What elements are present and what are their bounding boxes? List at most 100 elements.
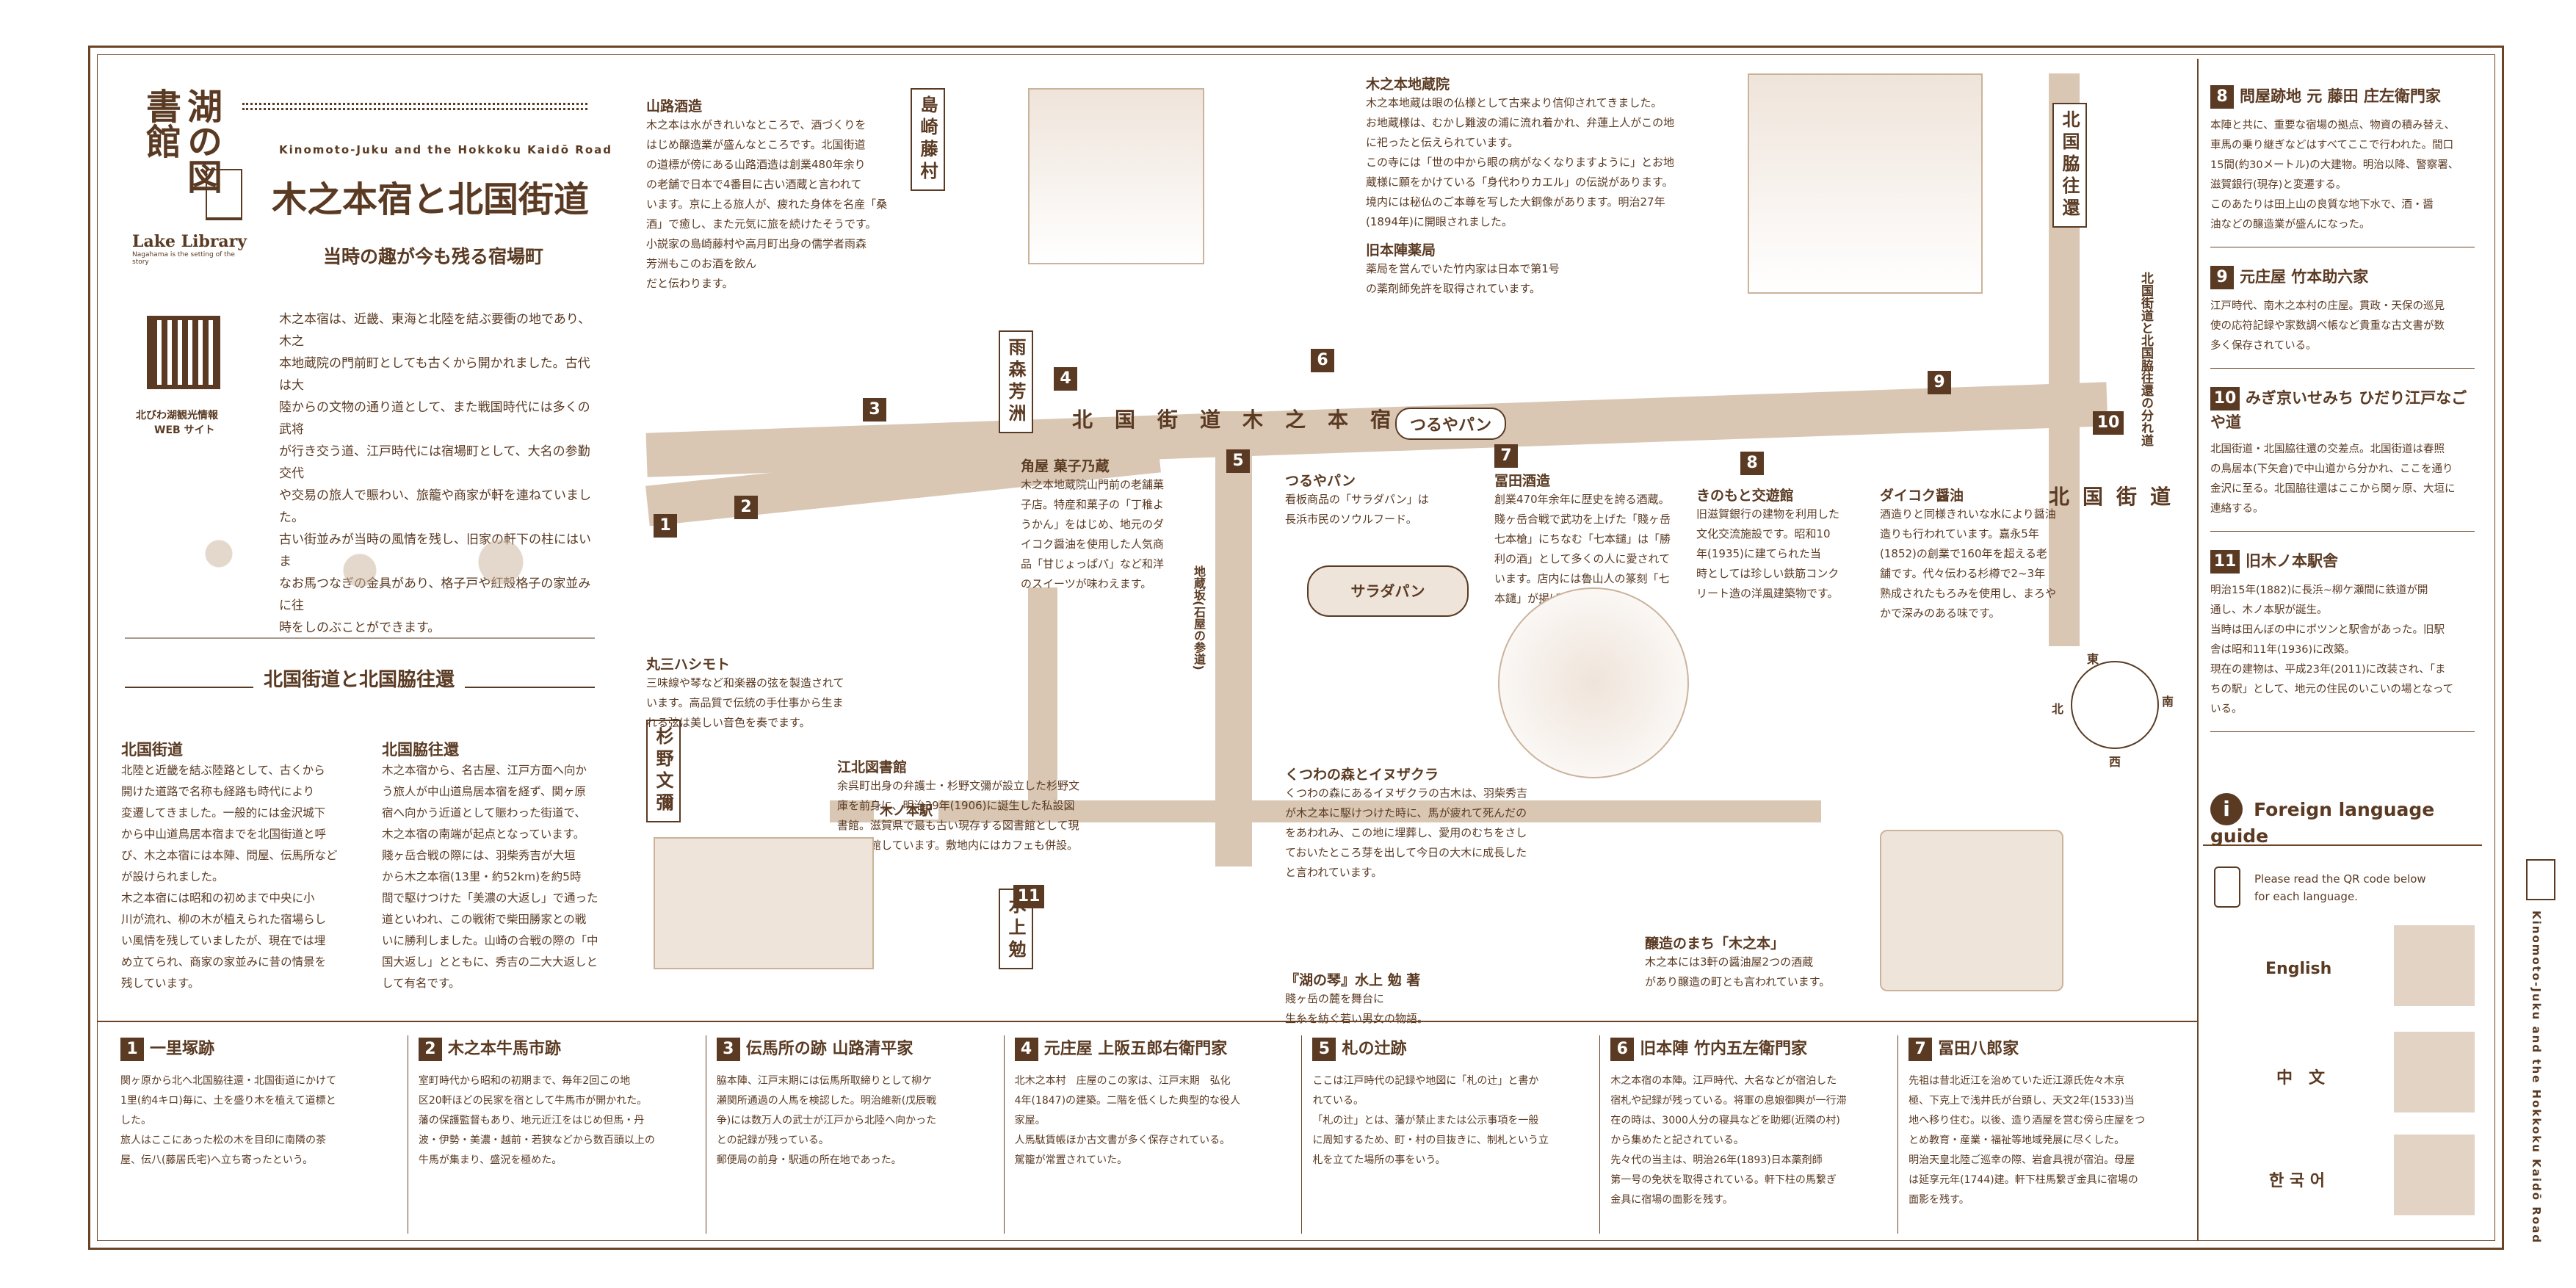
roads-section-title: 北国街道と北国脇往還: [253, 665, 466, 692]
bottom-item-line: 面影を残す。: [1909, 1194, 1969, 1206]
road-station: [830, 800, 1821, 822]
spot-sanji: 山路酒造 木之本は水がきれいなところで、酒づくりをはじめ醸造業が盛んなところです…: [646, 95, 925, 294]
marker-11[interactable]: 11: [1013, 885, 1044, 908]
text-line: います。高品質で伝統の手仕事から生ま: [646, 696, 844, 709]
waki-line: 国大返し」とともに、秀吉の二大大返しと: [382, 955, 598, 969]
label-station: 木ノ本駅: [874, 800, 938, 820]
bottom-item-line: 第一号の免状を取得されている。軒下柱の馬繋ぎ: [1610, 1174, 1837, 1186]
right-item-line: 滋賀銀行(現存)と変遷する。: [2210, 179, 2347, 191]
marker-5[interactable]: 5: [1226, 449, 1250, 473]
spot-ekoh-text: 余呉町出身の弁護士・杉野文彌が設立した杉野文庫を前身に、明治39年(1906)に…: [837, 776, 1131, 855]
text-line: 境内には秘仏のご本尊を写した大銅像があります。明治27年: [1366, 195, 1665, 209]
qr-english[interactable]: [2394, 925, 2475, 1006]
bottom-item-line: 「札の辻」とは、藩が禁止または公示事項を一般: [1312, 1115, 1539, 1126]
marker-6[interactable]: 6: [1311, 349, 1334, 372]
bottom-item-line: 人馬駄賃帳ほか古文書が多く保存されている。: [1014, 1135, 1231, 1146]
marker-8[interactable]: 8: [1740, 452, 1764, 475]
inner-frame: [97, 54, 2495, 1241]
spot-jinya-text: 薬局を営んでいた竹内家は日本で第1号の薬剤師免許を取得されています。: [1366, 259, 1748, 299]
hokkoku-line: から中山道鳥居本宿までを北国街道と呼: [121, 828, 327, 841]
text-line: 造りも行われています。嘉永5年: [1880, 527, 2039, 540]
text-line: だと伝わります。: [646, 277, 734, 290]
text-line: かで深みのある味です。: [1880, 607, 2000, 620]
marker-3[interactable]: 3: [863, 398, 886, 422]
right-item-badge: 11: [2210, 550, 2240, 574]
tourism-qr-code[interactable]: [147, 316, 220, 389]
spot-kadoya: 角屋 菓子乃蔵 木之本地蔵院山門前の老舗菓子店。特産和菓子の「丁稚ようかん」をは…: [1021, 455, 1241, 594]
text-line: 利の酒」として多くの人に愛されて: [1494, 552, 1671, 565]
spot-koto: 『湖の琴』水上 勉 著 賤ヶ岳の麓を舞台に生糸を紡ぐ若い男女の物語。: [1285, 969, 1505, 1029]
logo-books-icon: [206, 169, 242, 220]
hokkoku-line: が設けられました。: [121, 870, 224, 883]
text-line: います。店内には魯山人の篆刻「七: [1494, 572, 1670, 585]
hokkoku-line: 木之本宿には昭和の初めまで中央に小: [121, 891, 315, 905]
right-item-badge: 8: [2210, 85, 2234, 109]
qr-korean[interactable]: [2394, 1135, 2475, 1215]
bottom-item-line: 屋、伝八(藤居氏宅)へ立ち寄ったという。: [120, 1154, 314, 1166]
waki-line: して有名です。: [382, 977, 460, 990]
text-line: イコク醤油を使用した人気商: [1021, 538, 1165, 551]
lang-korean[interactable]: 한 국 어: [2269, 1172, 2326, 1190]
lang-english[interactable]: English: [2265, 960, 2332, 978]
marker-7[interactable]: 7: [1494, 444, 1518, 468]
right-item-line: 使の応符記録や家数調べ帳など貴重な古文書が数: [2210, 320, 2445, 332]
label-hokkoku-kaido-right: 北国街道: [2049, 485, 2185, 509]
bottom-item-title-text: 冨田八郎家: [1938, 1040, 2019, 1058]
bottom-item-line: 4年(1847)の建築。二階を低くした典型的な役人: [1014, 1095, 1241, 1107]
label-amenomori: 雨森芳洲: [999, 330, 1033, 433]
text-line: 庫を前身に、明治39年(1906)に誕生した私設図: [837, 799, 1075, 812]
guide-note-2: for each language.: [2254, 890, 2358, 903]
lang-chinese[interactable]: 中 文: [2276, 1069, 2326, 1088]
waki-line: 木之本宿の南端が起点となっています。: [382, 828, 585, 841]
bottom-item-line: との記録が残っている。: [716, 1135, 829, 1146]
hokkoku-line: び、木之本宿には本陣、問屋、伝馬所など: [121, 849, 338, 862]
right-item-badge: 10: [2210, 387, 2240, 410]
hokkoku-line: 残しています。: [121, 977, 200, 990]
marker-1[interactable]: 1: [654, 514, 677, 538]
spot-tsuruya-title: つるやパン: [1285, 473, 1356, 489]
spot-ekoh-title: 江北図書館: [837, 759, 908, 775]
text-line: れる弦は美しい音色を奏でます。: [646, 716, 811, 729]
tsuruya-sign: つるやパン: [1395, 408, 1507, 440]
hokkoku-line: い風情を残していましたが、現在では埋: [121, 934, 326, 947]
compass-south: 南: [2162, 695, 2174, 709]
bottom-item-title-text: 木之本牛馬市跡: [447, 1040, 561, 1058]
bottom-item-badge: 2: [418, 1038, 442, 1061]
library-illustration: [654, 837, 874, 969]
spot-jinya-title: 旧本陣薬局: [1366, 242, 1436, 258]
text-line: 長浜市民のソウルフード。: [1285, 513, 1417, 526]
text-line: 小説家の島崎藤村や高月町出身の儒学者雨森: [646, 237, 867, 250]
spot-jozo: 醸造のまち「木之本」 木之本には3軒の醤油屋2つの酒蔵があり醸造の町とも言われて…: [1645, 933, 1909, 992]
marker-9[interactable]: 9: [1928, 371, 1951, 394]
logo: 湖の図書館 Lake Library Nagahama is the setti…: [132, 88, 250, 266]
text-line: をあわれみ、この地に埋葬し、愛用のむちをさし: [1285, 826, 1527, 839]
right-item-line: 現在の建物は、平成23年(2011)に改装され、「ま: [2210, 664, 2446, 676]
marker-2[interactable]: 2: [734, 496, 758, 519]
text-line: 酒」で癒し、また元気に旅を続けたそうです。: [646, 217, 877, 231]
bottom-item-line: 先々代の当主は、明治26年(1893)日本薬剤師: [1610, 1154, 1823, 1166]
spot-jizo: 木之本地蔵院 木之本地蔵は眼の仏様として古来より信仰されてきました。お地蔵様は、…: [1366, 73, 1748, 299]
text-line: が木之本に駆けつけた時に、馬が疲れて死んだの: [1285, 806, 1527, 820]
marker-4[interactable]: 4: [1054, 367, 1077, 391]
page-title: 木之本宿と北国街道: [272, 179, 590, 220]
text-line: 生糸を紡ぐ若い男女の物語。: [1285, 1012, 1429, 1025]
text-line: 芳洲もこのお酒を飲ん: [646, 257, 757, 270]
right-item-line: いる。: [2210, 703, 2243, 715]
text-line: ておいたところ芽を出して今日の大木に成長した: [1285, 846, 1527, 859]
spot-tsuruya-text: 看板商品の「サラダパン」は長浜市民のソウルフード。: [1285, 490, 1476, 529]
marker-10[interactable]: 10: [2093, 411, 2124, 435]
qr-chinese[interactable]: [2394, 1032, 2475, 1112]
foreign-guide: i Foreign language guide: [2210, 793, 2489, 847]
compass-east: 東: [2087, 652, 2099, 666]
spot-marumi: 丸三ハシモト 三味線や琴など和楽器の弦を製造されています。高品質で伝統の手仕事か…: [646, 654, 889, 733]
temple-illustration: [1028, 88, 1204, 264]
building-illustration: [1748, 73, 1983, 294]
bottom-item-line: 宿札や記録が残っている。将軍の息娘御輿が一行滞: [1610, 1095, 1847, 1107]
waki-line: 賤ヶ岳合戦の際には、羽柴秀吉が大垣: [382, 849, 576, 862]
bottom-item-badge: 1: [120, 1038, 144, 1061]
